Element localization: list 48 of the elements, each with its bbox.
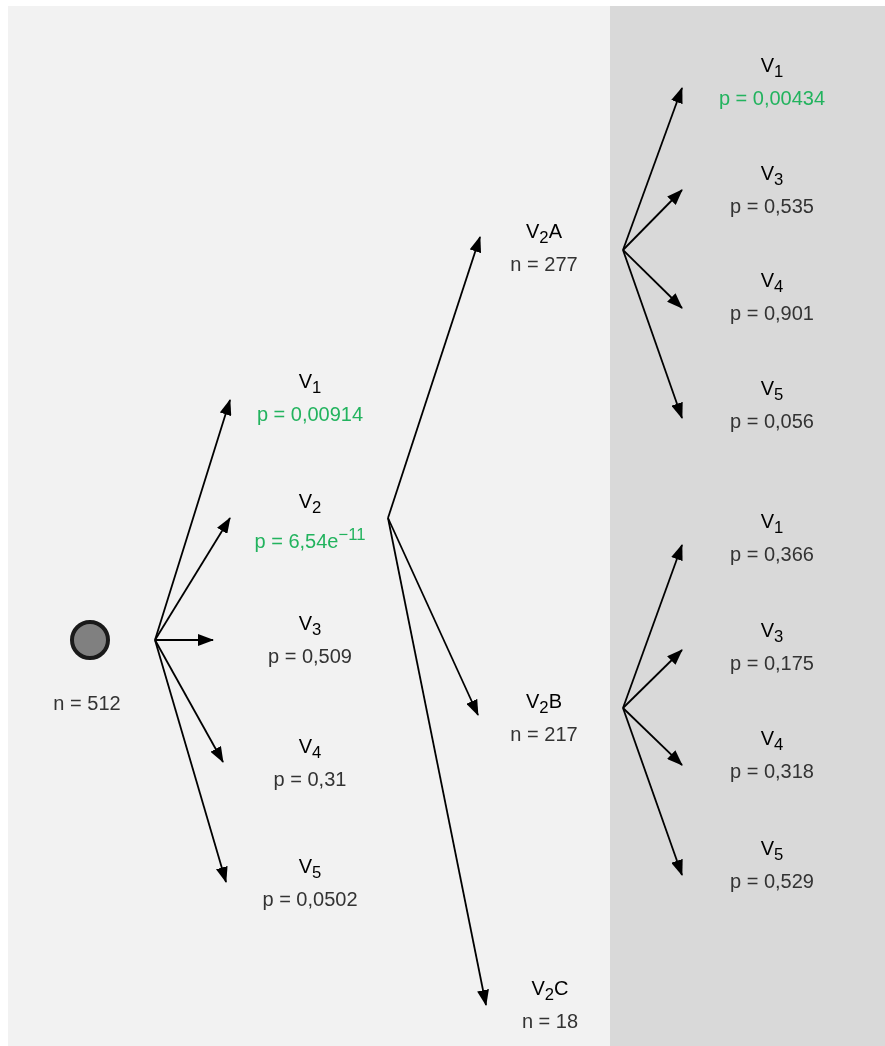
sample-size-label: n = 512 [52,692,122,715]
variable-label: V$_{4}$ [760,268,784,298]
variable-label: V$_{1}$ [760,53,784,83]
arrow [154,517,231,641]
variable-label: V$_{5}$ [760,376,784,406]
variable-label: V$_{2}$B [526,689,562,719]
stat-value: p = 0,056 [730,409,814,434]
variable-label: V$_{5}$ [298,854,322,884]
arrow [387,236,482,519]
stat-value: p = 0,529 [730,869,814,894]
variable-label: V$_{2}$ [298,489,322,519]
arrow [622,189,683,251]
stat-value: p = 0,535 [730,194,814,219]
arrow [154,639,228,883]
arrow [387,517,479,716]
arrow [622,544,683,709]
stat-value: p = 0,175 [730,651,814,676]
stat-value: p = 0,318 [730,759,814,784]
arrow [622,707,683,876]
arrow [154,639,224,763]
stat-value: p = 0,901 [730,301,814,326]
variable-label: V$_{3}$ [760,161,784,191]
variable-label: V$_{1}$ [298,369,322,399]
significant-value: p = 0,00434 [718,86,826,111]
stat-value: n = 217 [510,722,578,747]
stat-value: p = 0,0502 [262,887,358,912]
variable-label: V$_{2}$C [531,976,569,1006]
arrow [622,87,683,251]
arrow [622,649,683,709]
variable-label: V$_{2}$A [526,219,562,249]
arrow [154,634,214,646]
arrow [622,249,683,419]
stat-value: p = 0,31 [273,767,347,792]
arrow [387,517,489,1006]
variable-label: V$_{5}$ [760,836,784,866]
variable-label: V$_{1}$ [760,509,784,539]
arrow [622,707,683,766]
stat-value: p = 0,366 [730,542,814,567]
stat-value: p = 0,509 [268,644,352,669]
variable-label: V$_{3}$ [298,611,322,641]
stat-value: n = 277 [510,252,578,277]
variable-label: V$_{4}$ [760,726,784,756]
variable-label: V$_{4}$ [298,734,322,764]
significant-value: p = 0,00914 [256,402,364,427]
arrow [622,249,683,309]
significant-value: p = 6,54e$^{−11}$ [254,524,366,554]
variable-label: V$_{3}$ [760,618,784,648]
stat-value: n = 18 [521,1009,579,1034]
